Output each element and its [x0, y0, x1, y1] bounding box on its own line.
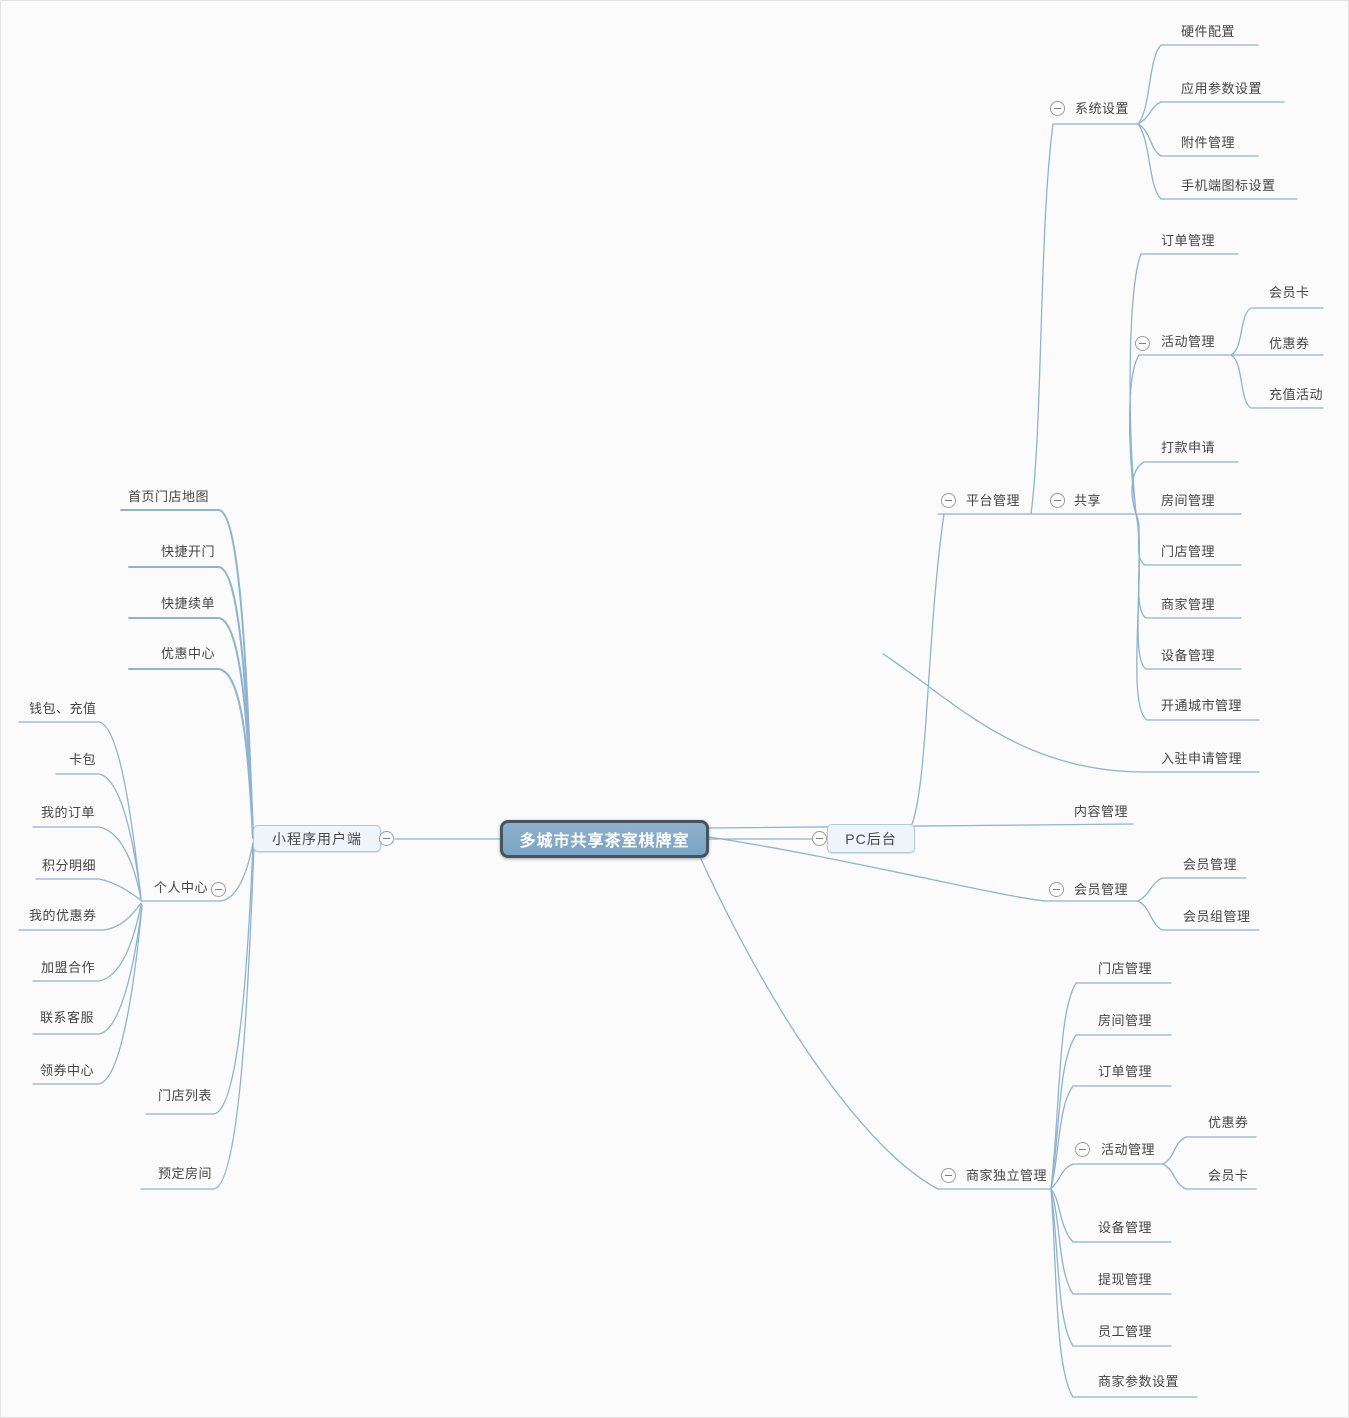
topic-order-mgmt-merchant[interactable]: 订单管理	[1098, 1064, 1153, 1079]
collapse-icon-platform-mgmt[interactable]	[941, 493, 956, 508]
topic-withdraw-mgmt[interactable]: 提现管理	[1098, 1272, 1153, 1287]
topic-contact-service[interactable]: 联系客服	[40, 1010, 95, 1025]
topic-mini-program[interactable]: 小程序用户端	[253, 825, 381, 852]
topic-device-mgmt-merchant[interactable]: 设备管理	[1098, 1220, 1153, 1235]
topic-points-detail[interactable]: 积分明细	[42, 858, 97, 873]
topic-system-settings[interactable]: 系统设置	[1075, 101, 1130, 116]
collapse-icon-merchant-independent-mgmt[interactable]	[941, 1168, 956, 1183]
topic-activity-mgmt-merchant[interactable]: 活动管理	[1101, 1142, 1156, 1157]
topic-mobile-icon-settings[interactable]: 手机端图标设置	[1181, 178, 1276, 193]
collapse-icon-member-mgmt[interactable]	[1049, 882, 1064, 897]
topic-merchant-independent-mgmt[interactable]: 商家独立管理	[966, 1168, 1048, 1183]
collapse-icon-system-settings[interactable]	[1050, 101, 1065, 116]
collapse-icon-mini-program[interactable]	[379, 831, 394, 846]
topic-payment-request[interactable]: 打款申请	[1161, 440, 1216, 455]
topic-store-list[interactable]: 门店列表	[158, 1088, 213, 1103]
topic-home-store-map[interactable]: 首页门店地图	[128, 489, 210, 504]
topic-activity-mgmt-platform[interactable]: 活动管理	[1161, 334, 1216, 349]
topic-pc-backend[interactable]: PC后台	[827, 824, 915, 853]
topic-recharge-activity[interactable]: 充值活动	[1269, 387, 1324, 402]
topic-app-param-settings[interactable]: 应用参数设置	[1181, 81, 1263, 96]
topic-my-coupons[interactable]: 我的优惠券	[29, 908, 97, 923]
topic-card-pack[interactable]: 卡包	[69, 752, 97, 767]
topic-store-mgmt-shared[interactable]: 门店管理	[1161, 544, 1216, 559]
topic-shared[interactable]: 共享	[1074, 493, 1102, 508]
topic-discount-center[interactable]: 优惠中心	[161, 646, 216, 661]
topic-member-group-mgmt[interactable]: 会员组管理	[1183, 909, 1251, 924]
topic-wallet-recharge[interactable]: 钱包、充值	[29, 701, 97, 716]
topic-coupon-platform[interactable]: 优惠券	[1269, 336, 1310, 351]
topic-member-card-merchant[interactable]: 会员卡	[1208, 1168, 1249, 1183]
topic-store-mgmt-merchant[interactable]: 门店管理	[1098, 961, 1153, 976]
topic-member-card-platform[interactable]: 会员卡	[1269, 285, 1310, 300]
topic-hardware-config[interactable]: 硬件配置	[1181, 24, 1236, 39]
topic-franchise-cooperation[interactable]: 加盟合作	[41, 960, 96, 975]
topic-merchant-mgmt[interactable]: 商家管理	[1161, 597, 1216, 612]
topic-city-opening-mgmt[interactable]: 开通城市管理	[1161, 698, 1243, 713]
topic-personal-center[interactable]: 个人中心	[154, 880, 209, 895]
topic-staff-mgmt[interactable]: 员工管理	[1098, 1324, 1153, 1339]
collapse-icon-shared[interactable]	[1050, 493, 1065, 508]
topic-reserve-room[interactable]: 预定房间	[158, 1166, 213, 1181]
topic-room-mgmt-merchant[interactable]: 房间管理	[1098, 1013, 1153, 1028]
topic-my-orders[interactable]: 我的订单	[41, 805, 96, 820]
topic-member-mgmt-sub[interactable]: 会员管理	[1183, 857, 1238, 872]
topic-member-mgmt[interactable]: 会员管理	[1074, 882, 1129, 897]
topic-order-mgmt-shared[interactable]: 订单管理	[1161, 233, 1216, 248]
root-topic[interactable]: 多城市共享茶室棋牌室	[500, 820, 709, 858]
topic-room-mgmt-shared[interactable]: 房间管理	[1161, 493, 1216, 508]
topic-attachment-mgmt[interactable]: 附件管理	[1181, 135, 1236, 150]
topic-merchant-param-settings[interactable]: 商家参数设置	[1098, 1374, 1180, 1389]
topic-content-mgmt[interactable]: 内容管理	[1074, 804, 1129, 819]
topic-coupon-merchant[interactable]: 优惠券	[1208, 1115, 1249, 1130]
collapse-icon-activity-mgmt-platform[interactable]	[1135, 336, 1150, 351]
collapse-icon-pc-backend[interactable]	[812, 831, 827, 846]
topic-device-mgmt-shared[interactable]: 设备管理	[1161, 648, 1216, 663]
collapse-icon-activity-mgmt-merchant[interactable]	[1075, 1142, 1090, 1157]
collapse-icon-personal-center[interactable]	[211, 882, 226, 897]
topic-quick-renew-order[interactable]: 快捷续单	[161, 596, 216, 611]
topic-quick-open-door[interactable]: 快捷开门	[161, 544, 216, 559]
topic-entry-application-mgmt[interactable]: 入驻申请管理	[1161, 751, 1243, 766]
topic-platform-mgmt[interactable]: 平台管理	[966, 493, 1021, 508]
topic-coupon-center[interactable]: 领券中心	[40, 1063, 95, 1078]
